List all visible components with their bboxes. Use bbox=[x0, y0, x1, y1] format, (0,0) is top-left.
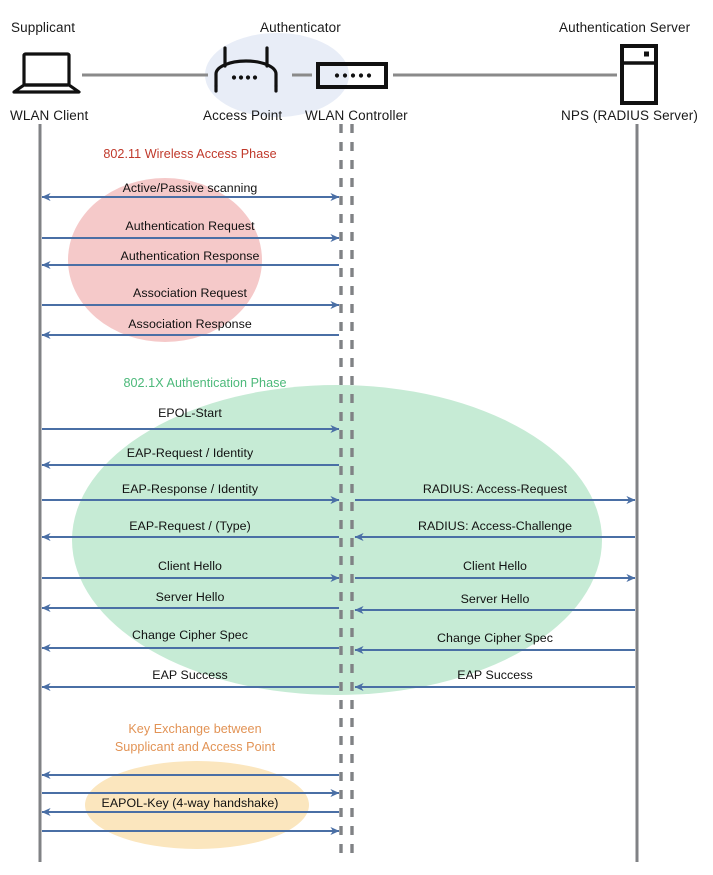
message-label-client-hello-left: Client Hello bbox=[158, 559, 222, 573]
phase-ellipse-dot1x bbox=[72, 385, 602, 695]
message-label-eap-request-identity: EAP-Request / Identity bbox=[126, 446, 254, 460]
message-label-client-hello-right: Client Hello bbox=[463, 559, 527, 573]
wlan-controller-icon bbox=[316, 62, 388, 89]
role-label-supplicant: Supplicant bbox=[11, 20, 76, 35]
laptop-icon bbox=[22, 52, 71, 87]
phase-ellipse-key bbox=[85, 761, 309, 849]
access-point-icon bbox=[214, 46, 278, 93]
message-label-active-passive-scanning: Active/Passive scanning bbox=[122, 181, 258, 195]
message-label-server-hello-right: Server Hello bbox=[460, 592, 530, 606]
message-label-eap-response-identity: EAP-Response / Identity bbox=[121, 482, 259, 496]
message-label-eapol-key-handshake: EAPOL-Key (4-way handshake) bbox=[101, 796, 279, 810]
message-label-change-cipher-spec-right: Change Cipher Spec bbox=[437, 631, 553, 645]
phase-label-key-line1: Key Exchange between bbox=[128, 722, 262, 736]
device-label-access-point: Access Point bbox=[203, 108, 283, 123]
message-label-eap-request-type: EAP-Request / (Type) bbox=[129, 519, 251, 533]
message-label-eapol-start: EPOL-Start bbox=[158, 406, 222, 420]
access-point-leds-icon bbox=[231, 75, 258, 80]
message-label-association-response: Association Response bbox=[128, 317, 252, 331]
phase-label-wifi: 802.11 Wireless Access Phase bbox=[103, 147, 277, 161]
message-label-change-cipher-spec-left: Change Cipher Spec bbox=[132, 628, 248, 642]
message-label-authentication-request: Authentication Request bbox=[125, 219, 255, 233]
phase-ellipse-wifi bbox=[68, 178, 262, 342]
phase-label-dot1x: 802.1X Authentication Phase bbox=[123, 376, 287, 390]
message-label-authentication-response: Authentication Response bbox=[120, 249, 260, 263]
laptop-base-icon bbox=[12, 83, 81, 94]
role-label-auth-server: Authentication Server bbox=[559, 20, 691, 35]
message-label-eap-success-right: EAP Success bbox=[457, 668, 533, 682]
message-label-server-hello-left: Server Hello bbox=[155, 590, 225, 604]
message-label-eap-success-left: EAP Success bbox=[152, 668, 228, 682]
phase-label-key-line2: Supplicant and Access Point bbox=[114, 740, 276, 754]
device-label-wlan-client: WLAN Client bbox=[10, 108, 89, 123]
wlan-controller-leds-icon bbox=[334, 73, 372, 78]
device-label-nps: NPS (RADIUS Server) bbox=[561, 108, 698, 123]
role-label-authenticator: Authenticator bbox=[260, 20, 341, 35]
device-label-wlan-controller: WLAN Controller bbox=[305, 108, 408, 123]
message-label-radius-access-request: RADIUS: Access-Request bbox=[422, 482, 568, 496]
message-label-association-request: Association Request bbox=[133, 286, 247, 300]
message-label-radius-access-challenge: RADIUS: Access-Challenge bbox=[417, 519, 573, 533]
server-rack-icon bbox=[620, 44, 658, 105]
